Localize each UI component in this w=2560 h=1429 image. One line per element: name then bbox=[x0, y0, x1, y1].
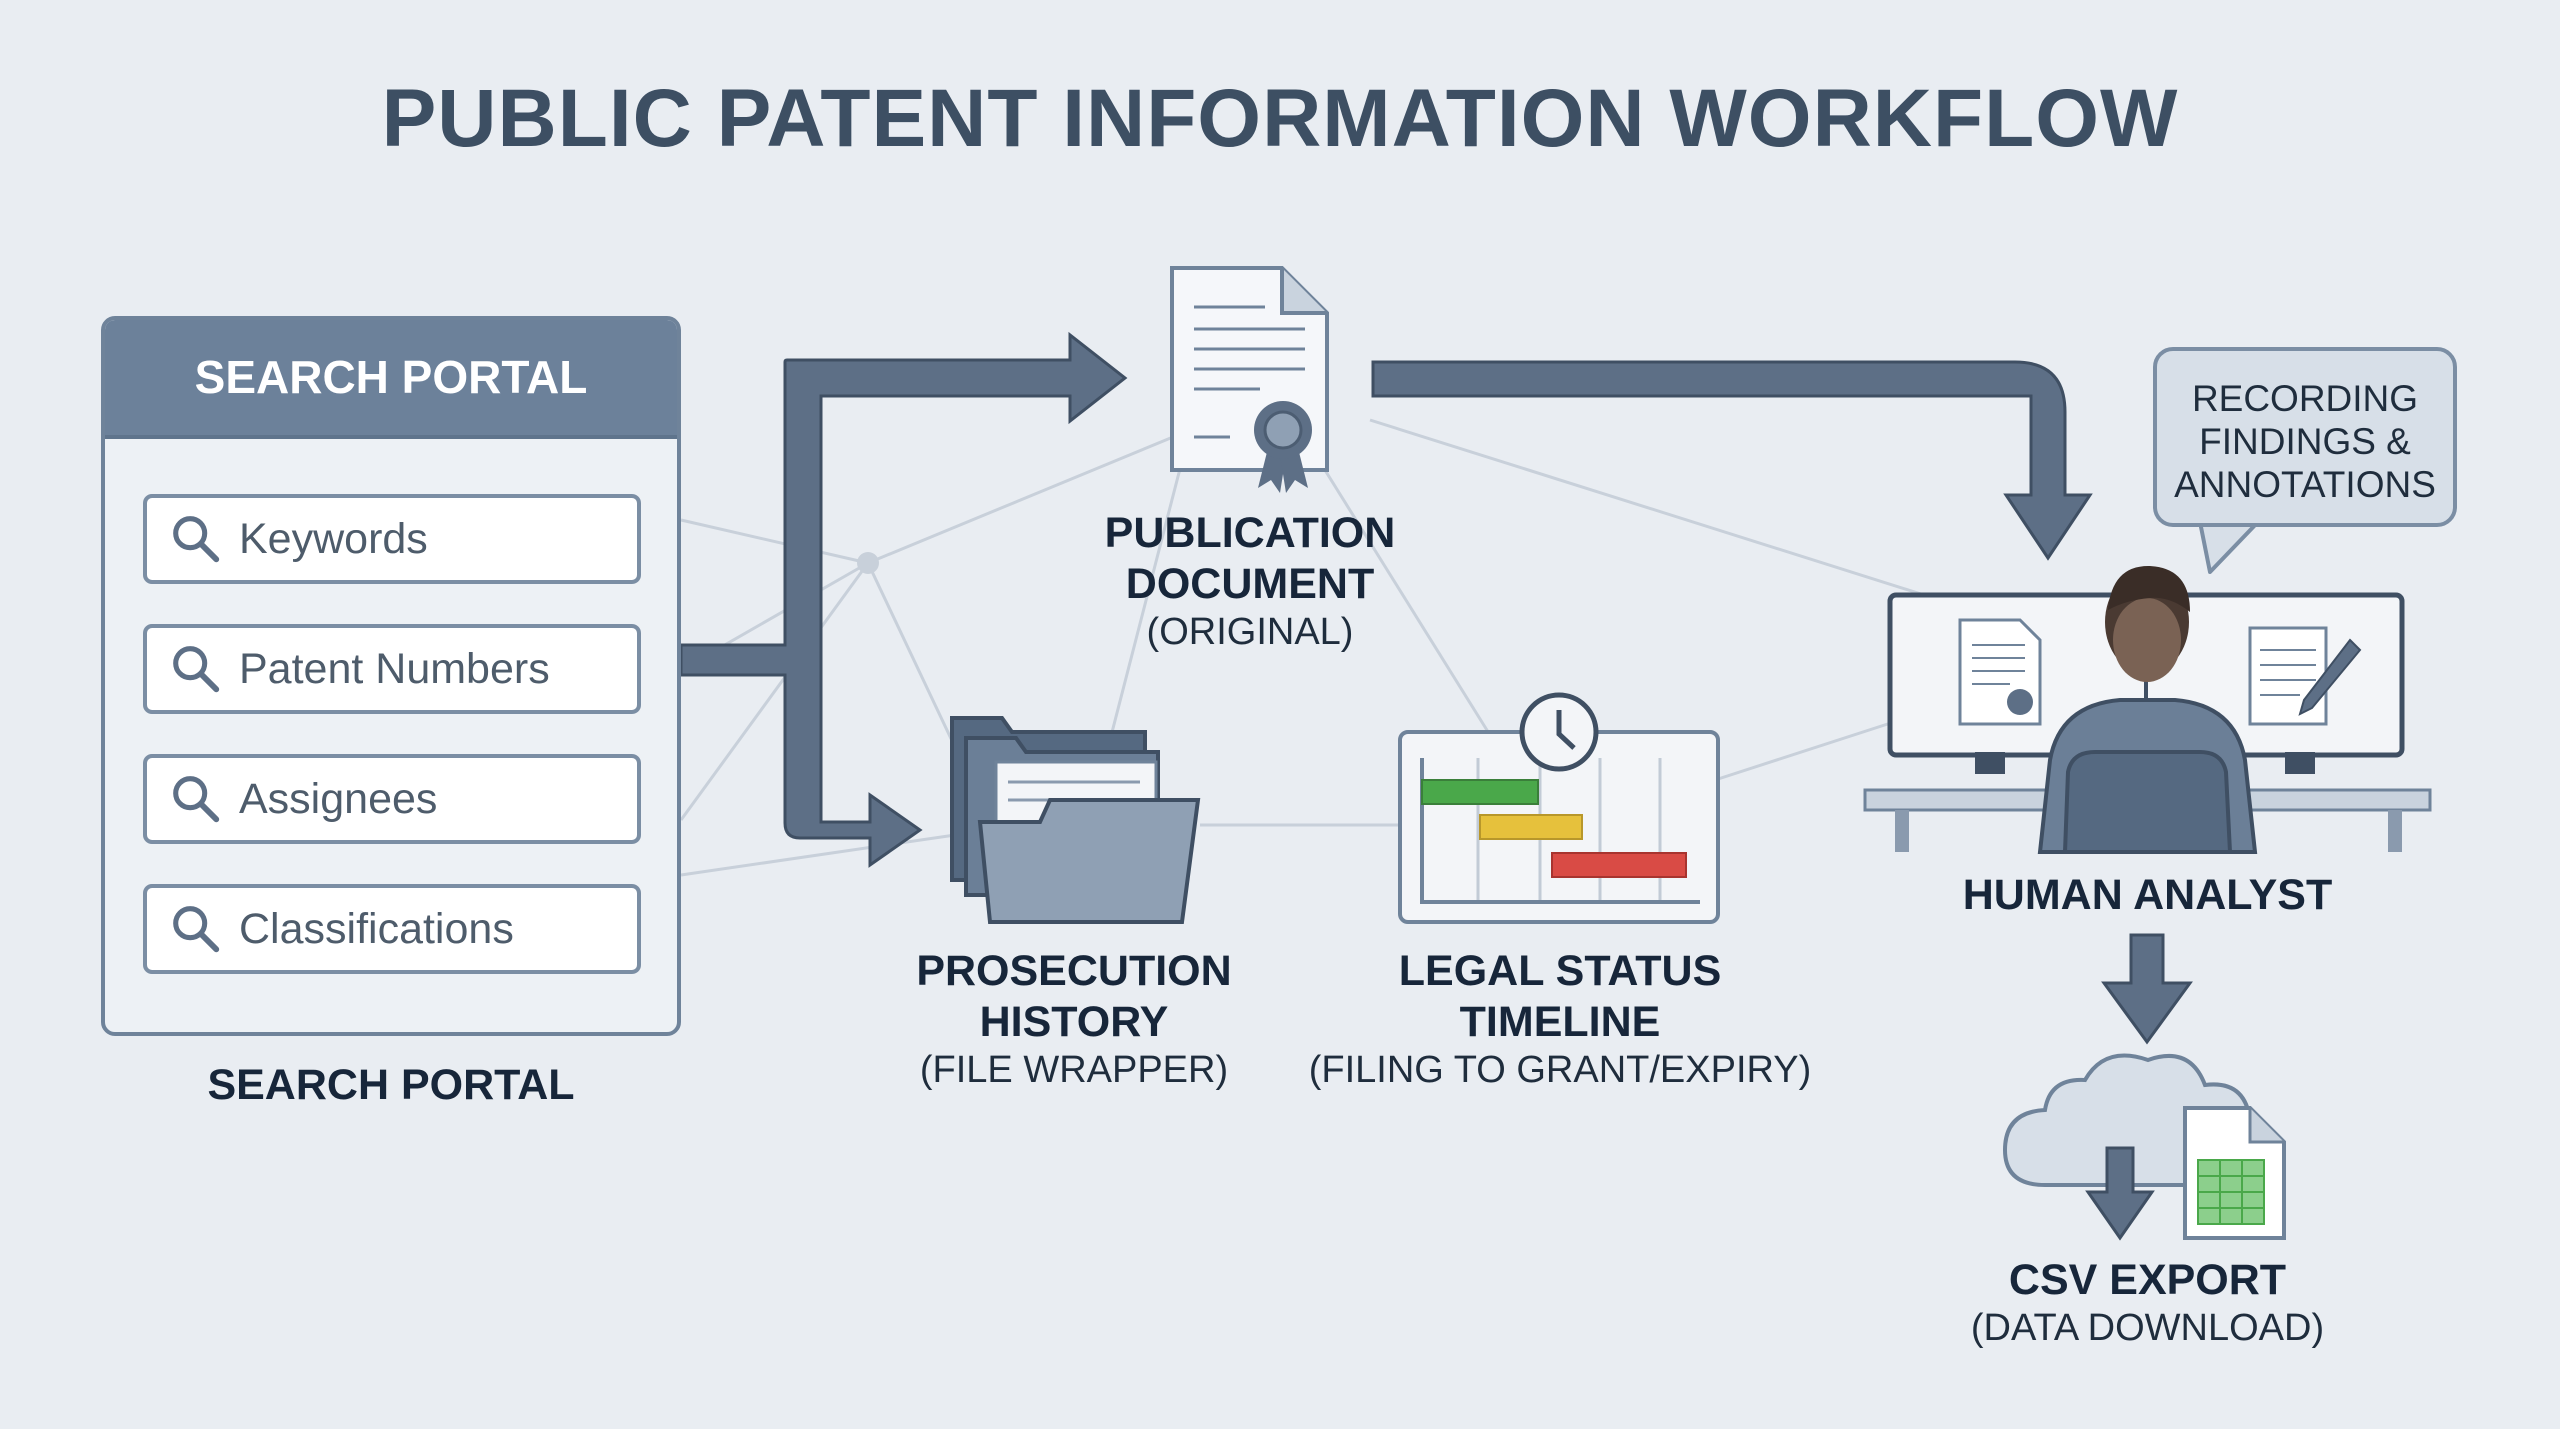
annotations-speech-bubble: RECORDING FINDINGS & ANNOTATIONS bbox=[2153, 347, 2457, 527]
assignees-field[interactable]: Assignees bbox=[143, 754, 641, 844]
search-icon bbox=[173, 906, 220, 953]
legal-status-subtitle: (FILING TO GRANT/EXPIRY) bbox=[1308, 1049, 1812, 1091]
bubble-line: FINDINGS & bbox=[2199, 421, 2411, 462]
search-icon bbox=[173, 646, 220, 693]
network-node bbox=[857, 552, 879, 574]
arrow-analyst-to-csv bbox=[2101, 933, 2193, 1045]
prosecution-title-line1: PROSECUTION bbox=[916, 947, 1232, 995]
human-analyst-label: HUMAN ANALYST bbox=[1962, 871, 2333, 919]
network-lines bbox=[679, 418, 1941, 877]
search-portal-caption: SEARCH PORTAL bbox=[207, 1061, 575, 1109]
field-label: Classifications bbox=[239, 904, 514, 953]
legal-status-title-line2: TIMELINE bbox=[1459, 998, 1661, 1046]
field-label: Patent Numbers bbox=[239, 644, 550, 693]
csv-export-subtitle: (DATA DOWNLOAD) bbox=[1970, 1307, 2325, 1349]
flow-arrows bbox=[679, 331, 2193, 1045]
arrow-portal-to-prosecution bbox=[679, 331, 1128, 868]
bubble-tail bbox=[2198, 520, 2260, 574]
search-icon bbox=[173, 516, 220, 563]
legal-status-title-line1: LEGAL STATUS bbox=[1398, 947, 1722, 995]
prosecution-subtitle: (FILE WRAPPER) bbox=[919, 1049, 1229, 1091]
bubble-line: RECORDING bbox=[2191, 378, 2419, 419]
analyst-at-desk-icon bbox=[1863, 565, 2432, 854]
field-label: Keywords bbox=[239, 514, 428, 563]
prosecution-title-line2: HISTORY bbox=[979, 998, 1169, 1046]
search-portal-header: SEARCH PORTAL bbox=[105, 320, 677, 439]
search-portal-panel: SEARCH PORTAL Keywords Patent Numbers As… bbox=[101, 316, 681, 1036]
publication-subtitle: (ORIGINAL) bbox=[1146, 611, 1354, 653]
certificate-document-icon bbox=[1170, 266, 1329, 493]
classifications-field[interactable]: Classifications bbox=[143, 884, 641, 974]
patent-numbers-field[interactable]: Patent Numbers bbox=[143, 624, 641, 714]
field-label: Assignees bbox=[239, 774, 438, 823]
publication-title-line1: PUBLICATION bbox=[1104, 509, 1396, 557]
publication-title-line2: DOCUMENT bbox=[1125, 560, 1375, 608]
csv-export-label: CSV EXPORT bbox=[2008, 1256, 2287, 1304]
page-title: PUBLIC PATENT INFORMATION WORKFLOW bbox=[381, 73, 2179, 164]
folder-stack-icon bbox=[950, 716, 1201, 924]
search-icon bbox=[173, 776, 220, 823]
gantt-clock-icon bbox=[1398, 692, 1720, 924]
arrow-publication-to-analyst bbox=[1371, 360, 2093, 561]
keywords-field[interactable]: Keywords bbox=[143, 494, 641, 584]
bubble-line: ANNOTATIONS bbox=[2174, 464, 2436, 505]
cloud-download-spreadsheet-icon bbox=[2002, 1053, 2286, 1241]
